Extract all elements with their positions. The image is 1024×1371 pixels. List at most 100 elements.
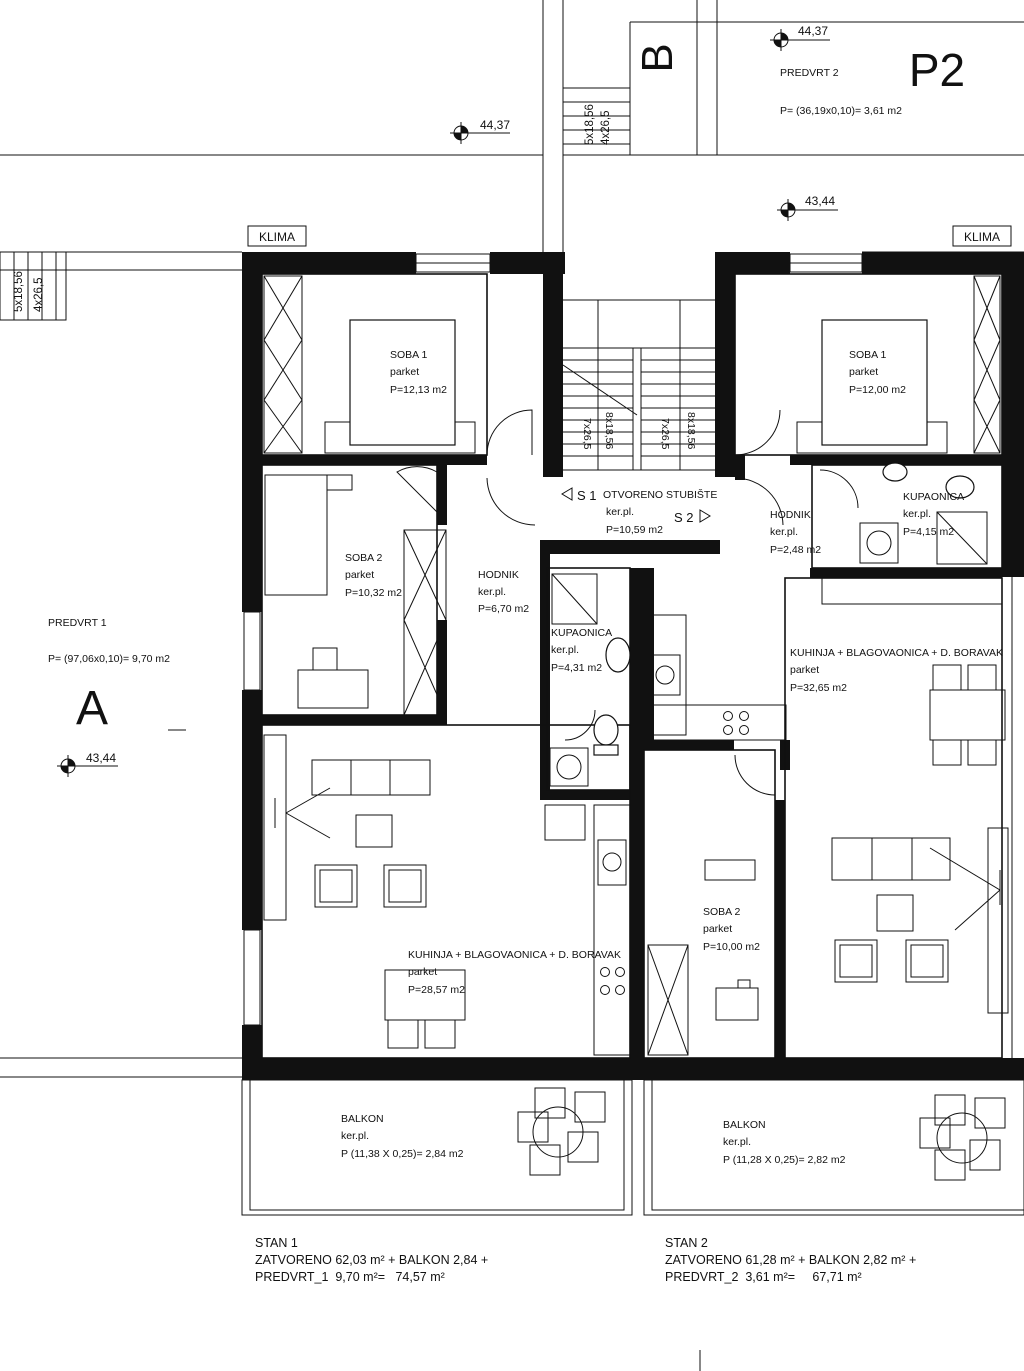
kitchen-units [544, 577, 1003, 1056]
room-area: P (11,28 X 0,25)= 2,82 m2 [723, 1154, 846, 1166]
room-name: KUPAONICA [551, 627, 612, 639]
predvrt2-area: P= (36,19x0,10)= 3,61 m2 [780, 105, 902, 117]
elevation-mark-left [57, 755, 118, 777]
elevation-label-right-mid: 43,44 [805, 194, 835, 208]
stan2-summary: STAN 2 ZATVORENO 61,28 m² + BALKON 2,82 … [665, 1235, 916, 1286]
elevation-mark-top-right [770, 29, 830, 51]
room-floor: ker.pl. [770, 526, 798, 538]
predvrt2-name: PREDVRT 2 [780, 67, 839, 79]
stan1-line2: PREDVRT_1 9,70 m²= 74,57 m² [255, 1270, 445, 1284]
room-name: BALKON [723, 1119, 766, 1131]
stan2-line2: PREDVRT_2 3,61 m²= 67,71 m² [665, 1270, 862, 1284]
stair-flights [0, 87, 715, 471]
balconies [241, 1079, 1024, 1216]
stair-flight1-tread: 7x26,5 [581, 418, 593, 450]
bathroom-fixtures [549, 462, 988, 787]
room-name: BALKON [341, 1113, 384, 1125]
room-name: SOBA 2 [345, 552, 383, 564]
room-name: OTVORENO STUBIŠTE [603, 488, 717, 501]
room-name: HODNIK [770, 509, 811, 521]
room-name: SOBA 1 [849, 349, 887, 361]
room-soba1-left: SOBA 1 parket P=12,13 m2 [390, 349, 447, 396]
stair-arrows [561, 487, 711, 523]
windows [243, 253, 863, 1026]
room-balkon-left: BALKON ker.pl. P (11,38 X 0,25)= 2,84 m2 [341, 1113, 464, 1160]
room-stubiste: OTVORENO STUBIŠTE ker.pl. P=10,59 m2 [603, 488, 717, 536]
section-marker-a: A [76, 682, 108, 735]
room-area: P=4,15 m2 [903, 526, 954, 538]
room-floor: parket [849, 366, 878, 378]
stair-top-tread: 4x26,5 [600, 110, 612, 145]
elevation-label-left: 43,44 [86, 751, 116, 765]
elevation-label-top-left: 44,37 [480, 118, 510, 132]
room-area: P=12,13 m2 [390, 384, 447, 396]
stair-s1-label: S 1 [577, 488, 597, 503]
room-hodnik-right: HODNIK ker.pl. P=2,48 m2 [770, 509, 821, 556]
room-floor: parket [345, 569, 374, 581]
room-area: P=28,57 m2 [408, 984, 465, 996]
room-floor: parket [790, 664, 819, 676]
room-area: P=10,32 m2 [345, 587, 402, 599]
room-area: P (11,38 X 0,25)= 2,84 m2 [341, 1148, 464, 1160]
room-kupaonica-left: KUPAONICA ker.pl. P=4,31 m2 [551, 627, 612, 674]
room-kuhinja-right: KUHINJA + BLAGOVAONICA + D. BORAVAK park… [790, 647, 1003, 694]
building-label: P2 [909, 44, 965, 96]
room-area: P=6,70 m2 [478, 603, 529, 615]
room-soba1-right: SOBA 1 parket P=12,00 m2 [849, 349, 906, 396]
room-area: P=4,31 m2 [551, 662, 602, 674]
room-area: P=2,48 m2 [770, 544, 821, 556]
room-floor: ker.pl. [478, 586, 506, 598]
room-balkon-right: BALKON ker.pl. P (11,28 X 0,25)= 2,82 m2 [723, 1119, 846, 1166]
room-soba2-right: SOBA 2 parket P=10,00 m2 [703, 906, 760, 953]
stair-flight1-rise: 8x18,56 [603, 412, 615, 450]
elevation-label-top-right: 44,37 [798, 24, 828, 38]
elevation-mark-top-left [450, 122, 510, 144]
room-kuhinja-left: KUHINJA + BLAGOVAONICA + D. BORAVAK park… [408, 949, 621, 996]
room-floor: parket [408, 966, 437, 978]
room-floor: ker.pl. [341, 1130, 369, 1142]
walls [242, 252, 1024, 1080]
stan2-line1: ZATVORENO 61,28 m² + BALKON 2,82 m² + [665, 1253, 917, 1267]
stair-top-rise: 5x18,56 [584, 104, 596, 145]
room-area: P=10,00 m2 [703, 941, 760, 953]
stan1-title: STAN 1 [255, 1236, 298, 1250]
elevation-marks [57, 29, 838, 777]
room-name: HODNIK [478, 569, 519, 581]
stair-s2-label: S 2 [674, 510, 694, 525]
room-area: P=10,59 m2 [606, 524, 663, 536]
room-name: KUPAONICA [903, 491, 964, 503]
room-soba2-left: SOBA 2 parket P=10,32 m2 [345, 552, 402, 599]
stan1-summary: STAN 1 ZATVORENO 62,03 m² + BALKON 2,84 … [255, 1235, 488, 1286]
room-floor: ker.pl. [723, 1136, 751, 1148]
doors [396, 409, 859, 796]
room-floor: parket [703, 923, 732, 935]
section-marker-b: B [633, 43, 682, 72]
predvrt1-name: PREDVRT 1 [48, 617, 107, 629]
room-area: P=32,65 m2 [790, 682, 847, 694]
room-name: SOBA 1 [390, 349, 428, 361]
room-floor: ker.pl. [606, 506, 634, 518]
klima-box-left [247, 225, 307, 247]
room-area: P=12,00 m2 [849, 384, 906, 396]
room-hodnik-left: HODNIK ker.pl. P=6,70 m2 [478, 569, 529, 615]
klima-box-right [952, 225, 1012, 247]
room-kupaonica-right: KUPAONICA ker.pl. P=4,15 m2 [903, 491, 964, 538]
room-name: KUHINJA + BLAGOVAONICA + D. BORAVAK [408, 949, 621, 961]
stan1-line1: ZATVORENO 62,03 m² + BALKON 2,84 + [255, 1253, 489, 1267]
elevation-mark-right-mid [777, 199, 838, 221]
room-floor: ker.pl. [903, 508, 931, 520]
klima-label-right: KLIMA [964, 230, 1000, 244]
stair-flight2-tread: 7x26,5 [659, 418, 671, 450]
room-floor: parket [390, 366, 419, 378]
stair-left-rise: 5x18,56 [13, 271, 25, 312]
klima-label-left: KLIMA [259, 230, 295, 244]
room-floor: ker.pl. [551, 644, 579, 656]
beds [324, 319, 948, 454]
stair-left-tread: 4x26,5 [33, 277, 45, 312]
room-name: KUHINJA + BLAGOVAONICA + D. BORAVAK [790, 647, 1003, 659]
stan2-title: STAN 2 [665, 1236, 708, 1250]
living-furniture [263, 474, 1009, 1049]
stair-flight2-rise: 8x18,56 [685, 412, 697, 450]
predvrt1-area: P= (97,06x0,10)= 9,70 m2 [48, 653, 170, 665]
